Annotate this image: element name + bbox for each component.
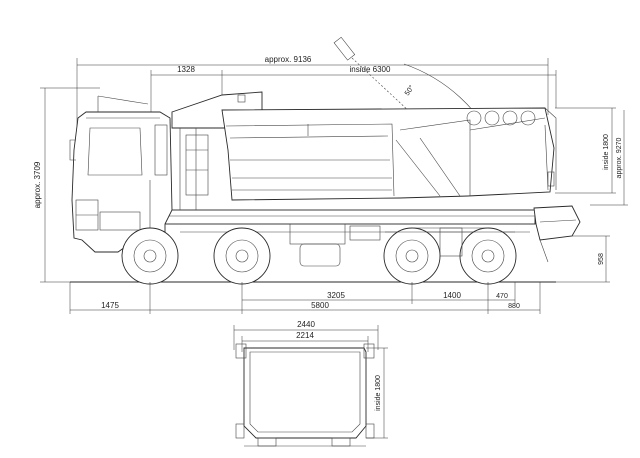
wheelbase-label: 5800 [311,301,329,310]
rear-axle-1-wheel [383,227,441,285]
inner-width-label: 2214 [296,331,314,340]
body-inside-height-dimension: inside 1800 [555,107,616,194]
rear-axle-to-end-label: 470 [496,293,508,300]
rear-overhang-label: 880 [508,303,520,310]
outer-width-label: 2440 [297,320,315,329]
rear-axle-spacing-label: 1400 [443,291,461,300]
body-inside-length-dimension: inside 6300 [222,65,557,108]
overall-height-label: approx. 3709 [33,161,42,208]
tipping-angle-label: 50° [403,84,416,97]
tipped-height-label: approx. 9270 [616,137,623,178]
front-axle-2-wheel [213,227,271,285]
truck-cab [69,95,173,253]
section-inside-height-label: inside 1800 [375,375,382,411]
front-overhang-label: 1475 [101,301,119,310]
tipped-height-dimension: approx. 9270 [590,110,628,206]
loading-height-dimension: 958 [520,235,610,283]
chassis-frame [164,209,536,267]
bottom-dimensions [69,282,541,314]
rear-suspension [385,227,515,257]
overall-length-label: approx. 9136 [265,55,312,64]
cab-to-body-label: 1328 [177,65,195,74]
axle-spacing-main-label: 3205 [327,291,345,300]
tailgate [533,205,581,263]
rear-axle-2-wheel [459,227,517,285]
body-inside-height-label: inside 1800 [603,134,610,170]
front-axle-1-wheel [121,227,179,285]
body-canopy [171,91,263,210]
body-inside-length-label: inside 6300 [350,65,391,74]
body-cross-section [233,325,388,447]
loading-height-label: 958 [598,253,605,265]
dump-body [221,107,557,201]
